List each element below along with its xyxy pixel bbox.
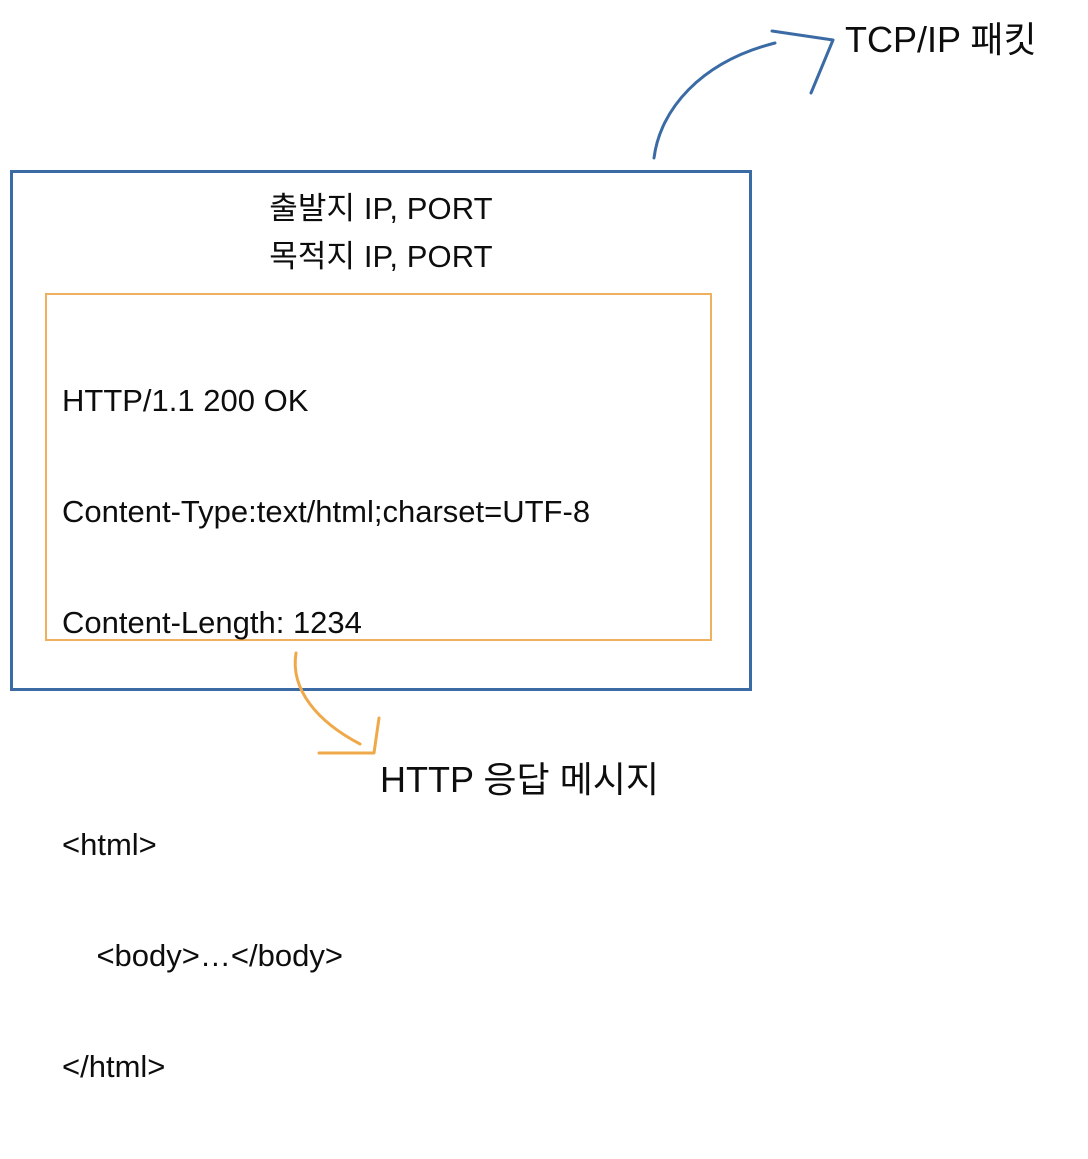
tcpip-packet-label: TCP/IP 패킷 <box>845 19 1037 60</box>
packet-header-line-destination: 목적지 IP, PORT <box>269 239 493 274</box>
http-message-box: HTTP/1.1 200 OK Content-Type:text/html;c… <box>45 293 712 1084</box>
http-header-content-length: Content-Length: 1234 <box>62 605 362 640</box>
diagram-canvas: 출발지 IP, PORT 목적지 IP, PORT HTTP/1.1 200 O… <box>10 19 1037 1084</box>
http-body-line-body: <body>…</body> <box>62 938 343 973</box>
http-message-text: HTTP/1.1 200 OK Content-Type:text/html;c… <box>62 308 704 1159</box>
http-body-line-html-close: </html> <box>62 1049 166 1084</box>
http-header-content-type: Content-Type:text/html;charset=UTF-8 <box>62 494 591 529</box>
packet-header: 출발지 IP, PORT 목적지 IP, PORT <box>13 185 749 281</box>
packet-header-line-source: 출발지 IP, PORT <box>269 191 493 226</box>
curved-arrow-up-right-icon <box>652 29 835 160</box>
http-response-label: HTTP 응답 메시지 <box>380 759 659 800</box>
http-body-line-html-open: <html> <box>62 827 157 862</box>
http-status-line: HTTP/1.1 200 OK <box>62 383 309 418</box>
http-blank-line <box>62 715 704 752</box>
tcpip-packet-box: 출발지 IP, PORT 목적지 IP, PORT HTTP/1.1 200 O… <box>10 170 752 1084</box>
